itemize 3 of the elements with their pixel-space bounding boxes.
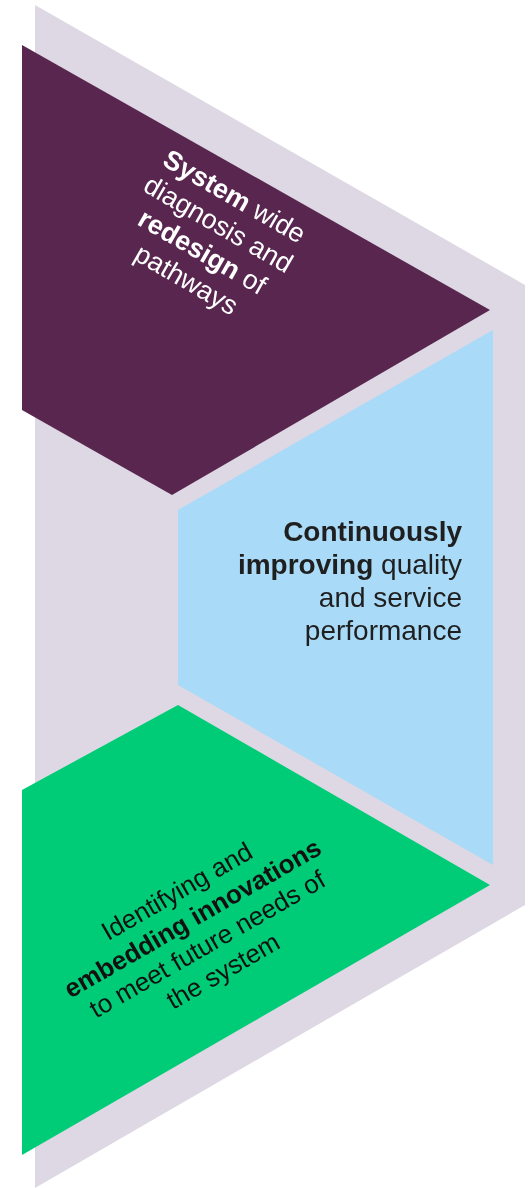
segment-text: Continuously improving quality and service performance	[236, 515, 462, 648]
chevron-shape	[22, 705, 490, 1155]
chevron-shape	[22, 45, 490, 495]
